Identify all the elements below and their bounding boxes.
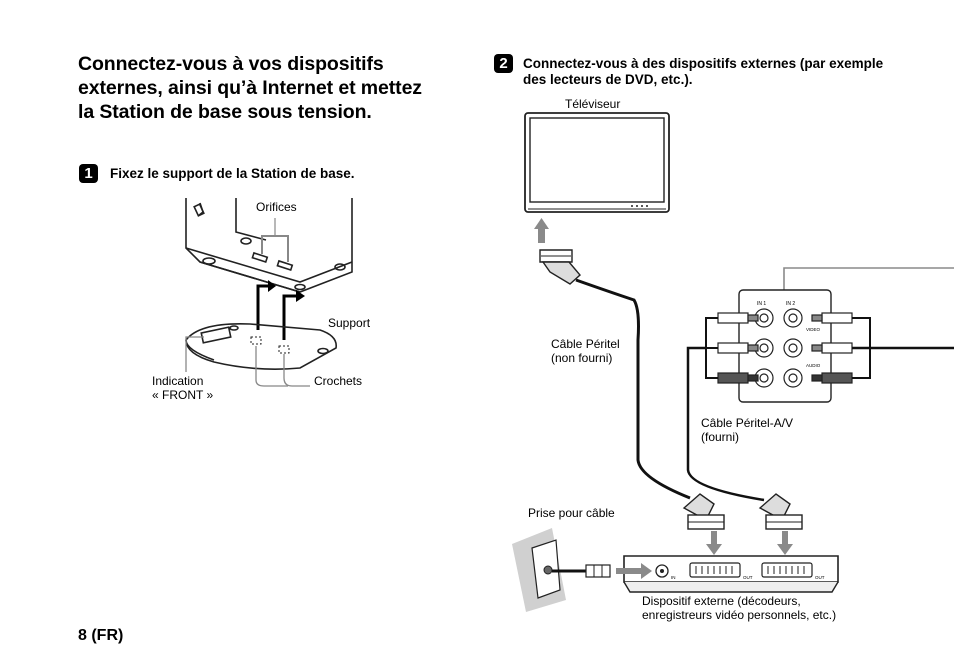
device-in-label: IN	[671, 575, 676, 580]
step-1-instruction: Fixez le support de la Station de base.	[110, 166, 355, 181]
scart-av-cable-label: Câble Péritel-A/V (fourni)	[701, 416, 794, 444]
hooks-label: Crochets	[314, 374, 363, 388]
step-1-badge: 1	[79, 164, 98, 183]
in2-label: IN 2	[786, 301, 795, 307]
front-indication-label: Indication « FRONT »	[152, 374, 214, 402]
video-label: VIDEO	[806, 327, 821, 332]
section-title: Connectez-vous à vos dispositifs externe…	[78, 53, 422, 123]
device-out2-label: OUT	[815, 575, 825, 580]
scart-cable-label: Câble Péritel (non fourni)	[551, 337, 620, 365]
page-number: 8 (FR)	[78, 627, 124, 644]
device-out1-label: OUT	[743, 575, 753, 580]
support-label: Support	[328, 316, 371, 330]
cable-socket-label: Prise pour câble	[528, 506, 615, 520]
orifices-label: Orifices	[256, 200, 297, 214]
step-2-instruction: Connectez-vous à des dispositifs externe…	[523, 56, 884, 87]
tv-label: Téléviseur	[565, 97, 621, 111]
step-2-badge: 2	[494, 54, 513, 73]
external-device-label: Dispositif externe (décodeurs, enregistr…	[642, 594, 837, 622]
audio-label: AUDIO	[806, 363, 821, 368]
in1-label: IN 1	[757, 301, 766, 307]
